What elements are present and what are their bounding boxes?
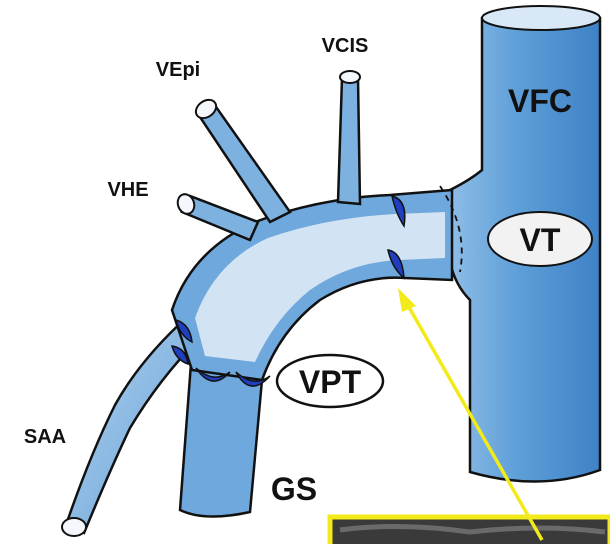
label-gs: GS bbox=[271, 471, 317, 507]
label-vt: VT bbox=[520, 222, 561, 258]
vcis-vessel bbox=[338, 78, 360, 204]
label-vfc: VFC bbox=[508, 83, 572, 119]
vcis-opening bbox=[340, 71, 360, 83]
label-vepi: VEpi bbox=[156, 59, 200, 81]
label-vhe: VHE bbox=[107, 179, 148, 201]
label-saa: SAA bbox=[24, 426, 66, 448]
label-vpt: VPT bbox=[299, 364, 362, 400]
vfc-top-opening bbox=[482, 6, 600, 30]
pointer-arrow-head bbox=[398, 288, 416, 312]
saa-opening bbox=[62, 518, 86, 536]
label-vcis: VCIS bbox=[322, 35, 369, 57]
